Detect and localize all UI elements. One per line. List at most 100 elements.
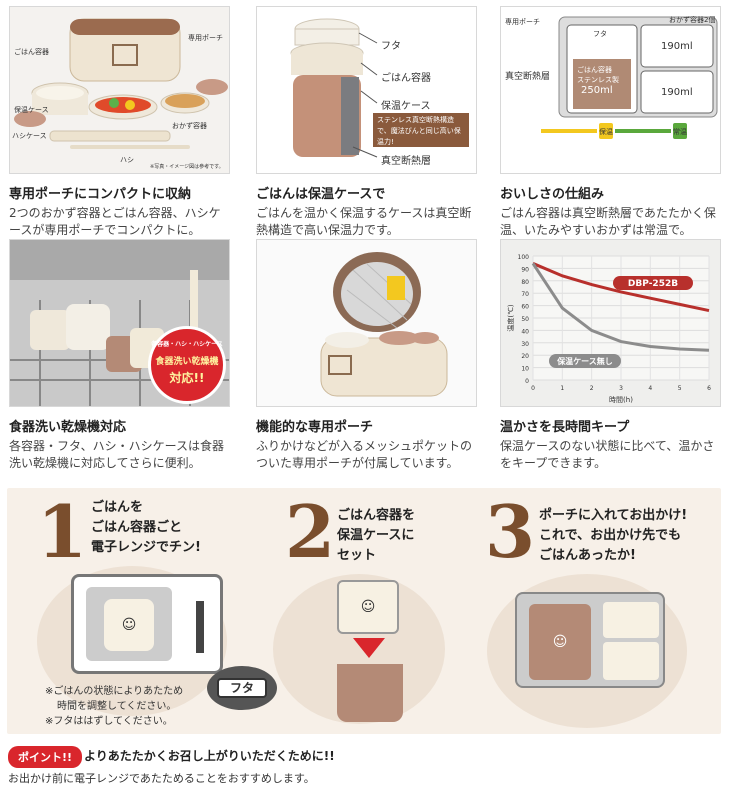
dishwasher-illustration [10, 240, 229, 406]
label-rice-container: ごはん容器 [14, 48, 49, 56]
y-tick-label: 100 [518, 254, 530, 261]
card-title: ごはんは保温ケースで [256, 187, 386, 202]
y-tick-label: 80 [521, 279, 529, 286]
x-tick-label: 0 [531, 385, 535, 392]
y-tick-label: 10 [521, 366, 529, 373]
step-2-text: ごはん容器を 保温ケースに セット [337, 506, 415, 566]
y-tick-label: 90 [521, 266, 529, 273]
label-side-containers: おかず容器2個 [669, 16, 716, 24]
note-line-3: ※フタははずしてください。 [45, 716, 173, 727]
label-pouch: 専用ポーチ [505, 18, 540, 26]
label-vacuum-layer: 真空断熱層 [381, 156, 431, 167]
card-desc: 保温ケースのない状態に比べて、温かさをキープできます。 [500, 439, 715, 470]
series-label-bg-2 [549, 354, 621, 368]
rice-container-character: ☺ [337, 580, 399, 634]
y-tick-label: 0 [525, 378, 529, 385]
step-3-line-3: ごはんあったか! [539, 548, 636, 563]
usage-steps-panel: 1 ごはんを ごはん容器ごと 電子レンジでチン! ☺ ※ごはんの状態によりあたた… [7, 488, 721, 734]
x-axis-label: 時間(h) [609, 396, 633, 404]
step-number-1: 1 [37, 489, 88, 574]
point-text: お出かけ前に電子レンジであたためることをおすすめします。 [8, 772, 315, 785]
open-pouch-illustration [320, 252, 448, 397]
series-line-2 [531, 262, 710, 352]
x-tick-label: 3 [619, 385, 623, 392]
label-room-temp: 常温 [673, 128, 687, 136]
x-tick-label: 1 [560, 385, 564, 392]
y-tick-label: 40 [521, 328, 529, 335]
pouch-cutaway: ☺ [515, 592, 665, 688]
step-2-line-3: セット [337, 548, 377, 563]
step-1-text: ごはんを ごはん容器ごと 電子レンジでチン! [91, 498, 201, 558]
futa-tag: フタ [217, 678, 267, 698]
feature-card-pouch: ごはん容器 専用ポーチ 保温ケース おかず容器 ハシケース ハシ ※写真・イメー… [9, 6, 230, 239]
x-tick-label: 4 [648, 385, 652, 392]
step-2-line-2: 保温ケースに [337, 528, 415, 543]
label-stainless: ステンレス製 [577, 76, 619, 84]
badge-sub: 対応!! [169, 371, 205, 385]
step-2-line-1: ごはん容器を [337, 508, 416, 523]
label-lid: フタ [381, 41, 401, 52]
y-tick-label: 20 [521, 353, 529, 360]
series-label-2: 保温ケース無し [556, 356, 613, 366]
card-title: 専用ポーチにコンパクトに収納 [9, 187, 192, 202]
vacuum-note: ステンレス真空断熱構造で、魔法びんと同じ高い保温力! [377, 116, 461, 146]
feature-card-functional-pouch: 機能的な専用ポーチ ふりかけなどが入るメッシュポケットのついた専用ポーチが付属し… [256, 239, 477, 472]
label-250ml: 250ml [581, 85, 613, 96]
note-line-2: 時間を調整してください。 [57, 701, 177, 712]
y-tick-label: 50 [521, 316, 529, 323]
step-1-notes: ※ごはんの状態によりあたため 時間を調整してください。 ※フタははずしてください… [45, 684, 183, 729]
card-desc: 2つのおかず容器とごはん容器、ハシケースが専用ポーチでコンパクトに。 [9, 206, 221, 237]
dishwasher-photo: 各容器・ハシ・ハシケース 食器洗い乾燥機 対応!! [9, 239, 230, 407]
card-desc: ふりかけなどが入るメッシュポケットのついた専用ポーチが付属しています。 [256, 439, 473, 470]
vacuum-note-box: ステンレス真空断熱構造で、魔法びんと同じ高い保温力! [373, 113, 469, 147]
series-label-bg-1 [613, 276, 693, 290]
card-desc: 各容器・フタ、ハシ・ハシケースは食器洗い乾燥機に対応してさらに便利。 [9, 439, 225, 470]
y-axis-label: 温度(℃) [506, 304, 515, 332]
label-190ml-b: 190ml [661, 87, 693, 98]
label-rice-container: ごはん容器 [577, 66, 612, 74]
microwave-handle [196, 601, 204, 653]
card-title: 食器洗い乾燥機対応 [9, 420, 127, 435]
step-number-2: 2 [285, 489, 336, 574]
lunchbox-set-illustration [10, 7, 229, 173]
label-chopstick-case: ハシケース [12, 132, 47, 140]
note-line-1: ※ごはんの状態によりあたため [45, 686, 184, 697]
label-warm: 保温 [599, 128, 613, 136]
label-warm-case: 保温ケース [14, 106, 49, 114]
card-desc: ごはん容器は真空断熱層であたたかく保温、いたみやすいおかずは常温で。 [500, 206, 716, 237]
x-tick-label: 5 [678, 385, 682, 392]
feature-card-mechanism: 専用ポーチ フタ ごはん容器 ステンレス製 250ml 真空断熱層 おかず容器2… [500, 6, 721, 239]
mechanism-diagram: 専用ポーチ フタ ごはん容器 ステンレス製 250ml 真空断熱層 おかず容器2… [500, 6, 721, 174]
series-label-1: DBP-252B [628, 279, 678, 289]
dishwasher-badge: 各容器・ハシ・ハシケース 食器洗い乾燥機 対応!! [148, 326, 226, 404]
side-container-bottom [603, 642, 659, 680]
point-badge: ポイント!! [8, 746, 83, 768]
pouch-photo: ごはん容器 専用ポーチ 保温ケース おかず容器 ハシケース ハシ ※写真・イメー… [9, 6, 230, 174]
badge-main: 食器洗い乾燥機 [155, 357, 219, 367]
x-tick-label: 6 [707, 385, 711, 392]
photo-caption: ※写真・イメージ図は参考です。 [150, 164, 224, 170]
series-line-1 [532, 262, 710, 313]
side-container-top [603, 602, 659, 638]
card-title: 機能的な専用ポーチ [256, 420, 374, 435]
warm-case-illustration [290, 18, 378, 158]
step-number-3: 3 [485, 489, 536, 574]
label-190ml-a: 190ml [661, 41, 693, 52]
step-1-line-3: 電子レンジでチン! [91, 540, 201, 555]
y-tick-label: 70 [521, 291, 529, 298]
step-1-line-1: ごはんを [91, 500, 144, 515]
feature-card-dishwasher: 各容器・ハシ・ハシケース 食器洗い乾燥機 対応!! 食器洗い乾燥機対応 各容器・… [9, 239, 230, 472]
warm-case-character: ☺ [529, 604, 591, 680]
down-arrow-icon [353, 638, 385, 658]
point-heading: よりあたたかくお召し上がりいただくために!! [84, 749, 335, 763]
card-title: 温かさを長時間キープ [500, 420, 630, 435]
warm-case-shape [337, 664, 403, 722]
warm-case-diagram: フタ ごはん容器 保温ケース ステンレス真空断熱構造で、魔法びんと同じ高い保温力… [256, 6, 477, 174]
label-chopsticks: ハシ [120, 156, 134, 164]
mechanism-illustration [541, 16, 718, 139]
label-pouch: 専用ポーチ [188, 34, 223, 42]
label-side-container: おかず容器 [172, 122, 207, 130]
